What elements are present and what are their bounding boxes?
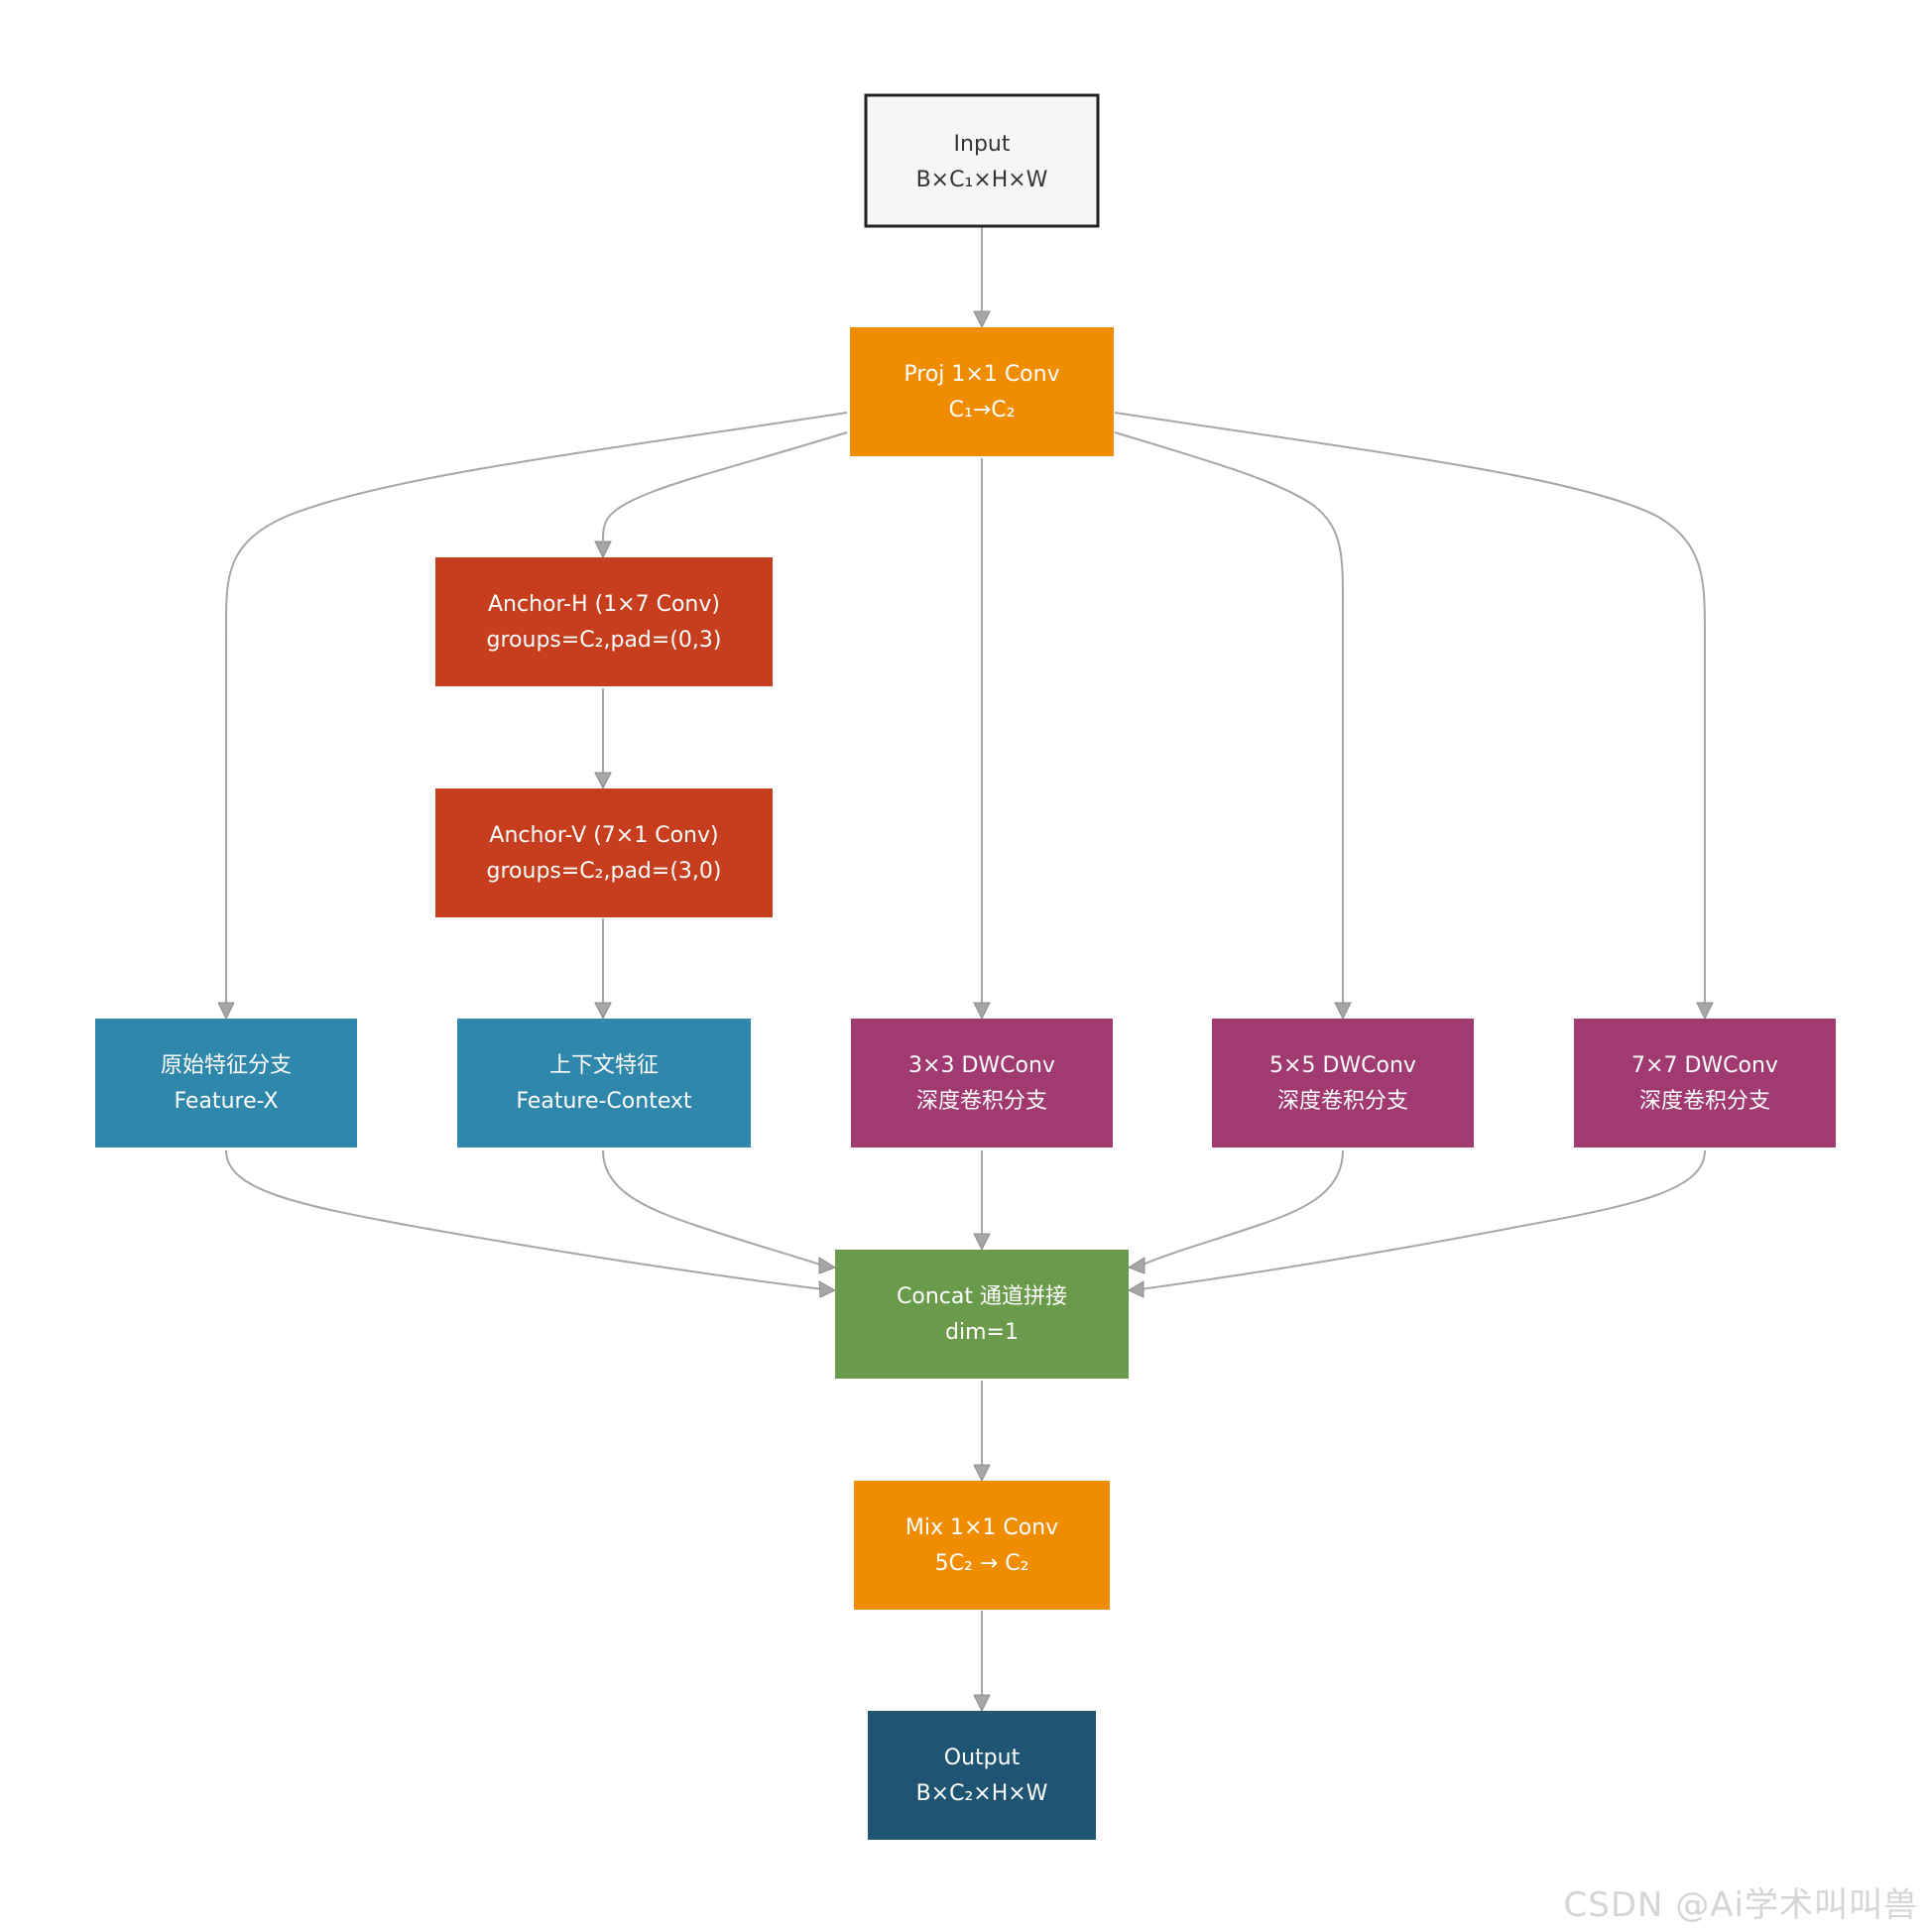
- node-subtitle: 5C₂ → C₂: [935, 1551, 1029, 1576]
- arrowhead: [973, 1464, 991, 1483]
- node-box: [435, 788, 773, 917]
- arrowhead: [973, 1233, 991, 1252]
- arrowhead: [594, 772, 612, 790]
- arrowhead: [818, 1280, 837, 1298]
- arrowhead: [973, 1002, 991, 1021]
- node-title: Anchor-V (7×1 Conv): [489, 823, 718, 848]
- arrowhead: [1127, 1257, 1145, 1274]
- node-box: [854, 1481, 1110, 1610]
- node-box: [435, 557, 773, 686]
- node-subtitle: groups=C₂,pad=(3,0): [487, 859, 722, 884]
- node-box: [457, 1019, 751, 1147]
- node-box: [864, 93, 1100, 228]
- node-input: Input B×C₁×H×W: [864, 93, 1100, 228]
- edge-dw7-concat: [1140, 1149, 1706, 1290]
- node-subtitle: groups=C₂,pad=(0,3): [487, 628, 722, 653]
- node-anchor-h: Anchor-H (1×7 Conv) groups=C₂,pad=(0,3): [435, 557, 773, 686]
- arrowhead: [594, 1002, 612, 1021]
- edge-proj-anchor-h: [602, 431, 848, 542]
- node-title: 7×7 DWConv: [1631, 1053, 1778, 1078]
- node-title: 上下文特征: [549, 1053, 659, 1078]
- node-subtitle: 深度卷积分支: [916, 1089, 1047, 1114]
- node-box: [95, 1019, 357, 1147]
- node-mix: Mix 1×1 Conv 5C₂ → C₂: [854, 1481, 1110, 1610]
- node-dw3: 3×3 DWConv 深度卷积分支: [851, 1019, 1113, 1147]
- arrowhead: [973, 310, 991, 329]
- edge-feature-x-concat: [225, 1149, 824, 1290]
- node-anchor-v: Anchor-V (7×1 Conv) groups=C₂,pad=(3,0): [435, 788, 773, 917]
- node-box: [835, 1250, 1129, 1379]
- arrowhead: [217, 1002, 235, 1021]
- node-title: Proj 1×1 Conv: [904, 362, 1059, 387]
- node-output: Output B×C₂×H×W: [868, 1711, 1096, 1840]
- node-subtitle: dim=1: [945, 1320, 1019, 1345]
- node-dw7: 7×7 DWConv 深度卷积分支: [1574, 1019, 1836, 1147]
- node-dw5: 5×5 DWConv 深度卷积分支: [1212, 1019, 1474, 1147]
- edge-proj-feature-x: [224, 412, 848, 1004]
- arrowhead: [594, 541, 612, 559]
- watermark: CSDN @Ai学术叫叫兽: [1563, 1885, 1918, 1925]
- node-title: Concat 通道拼接: [897, 1284, 1067, 1309]
- node-subtitle: Feature-X: [174, 1089, 278, 1114]
- node-subtitle: Feature-Context: [516, 1089, 692, 1114]
- node-title: 3×3 DWConv: [908, 1053, 1055, 1078]
- edges: [217, 226, 1714, 1713]
- edge-proj-dw7: [1114, 412, 1706, 1004]
- edge-proj-dw5: [1114, 431, 1344, 1004]
- node-box: [850, 327, 1114, 456]
- arrowhead: [1334, 1002, 1352, 1021]
- node-concat: Concat 通道拼接 dim=1: [835, 1250, 1129, 1379]
- node-title: Output: [944, 1746, 1021, 1770]
- node-subtitle: 深度卷积分支: [1639, 1089, 1770, 1114]
- arrowhead: [818, 1257, 837, 1274]
- node-feature-context: 上下文特征 Feature-Context: [457, 1019, 751, 1147]
- node-title: 原始特征分支: [161, 1053, 292, 1078]
- node-box: [1574, 1019, 1836, 1147]
- node-title: Mix 1×1 Conv: [905, 1515, 1058, 1540]
- node-proj: Proj 1×1 Conv C₁→C₂: [850, 327, 1114, 456]
- edge-dw5-concat: [1140, 1149, 1344, 1267]
- node-box: [851, 1019, 1113, 1147]
- node-title: Input: [954, 132, 1011, 157]
- node-subtitle: C₁→C₂: [949, 398, 1016, 423]
- arrowhead: [1127, 1280, 1145, 1298]
- arrowhead: [973, 1694, 991, 1713]
- node-title: Anchor-H (1×7 Conv): [488, 592, 720, 617]
- arrowhead: [1696, 1002, 1714, 1021]
- node-feature-x: 原始特征分支 Feature-X: [95, 1019, 357, 1147]
- node-box: [868, 1711, 1096, 1840]
- node-subtitle: 深度卷积分支: [1277, 1089, 1408, 1114]
- node-box: [1212, 1019, 1474, 1147]
- node-title: 5×5 DWConv: [1269, 1053, 1416, 1078]
- node-subtitle: B×C₂×H×W: [916, 1781, 1048, 1806]
- edge-feature-context-concat: [602, 1149, 824, 1267]
- node-subtitle: B×C₁×H×W: [916, 168, 1048, 192]
